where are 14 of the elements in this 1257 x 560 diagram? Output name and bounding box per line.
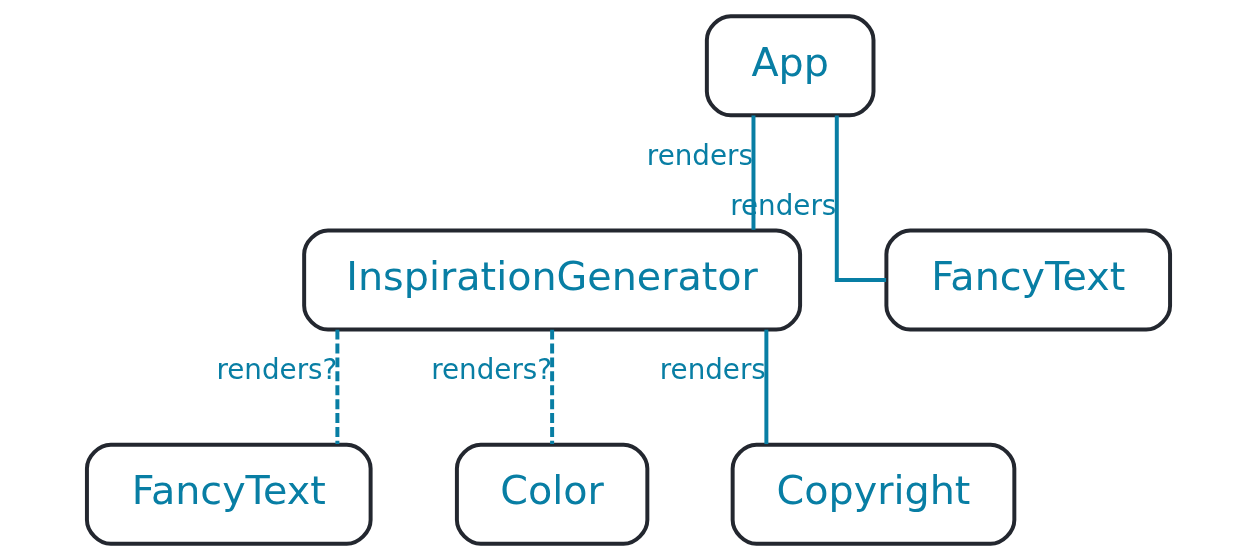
node-box: FancyText bbox=[84, 442, 373, 546]
edge-label: renders? bbox=[431, 353, 553, 387]
edge-label: renders bbox=[646, 139, 753, 173]
edge-label: renders? bbox=[216, 353, 338, 387]
connector bbox=[764, 329, 769, 445]
connector bbox=[834, 115, 887, 282]
connector bbox=[550, 329, 555, 445]
connector bbox=[335, 329, 340, 445]
node-box: InspirationGenerator bbox=[302, 228, 803, 332]
connector bbox=[751, 115, 756, 230]
node-box: FancyText bbox=[884, 228, 1173, 332]
node-box: App bbox=[704, 14, 876, 118]
node-box: Copyright bbox=[730, 442, 1017, 546]
node-box: Color bbox=[454, 442, 650, 546]
